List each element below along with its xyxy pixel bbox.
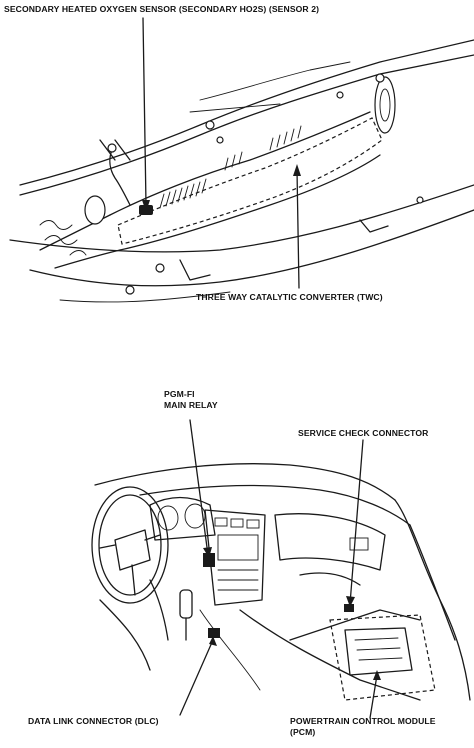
kick-panel <box>289 609 421 641</box>
dash-top-edge <box>94 463 396 501</box>
console-side <box>199 609 261 691</box>
label-relay-line1: PGM-FI <box>164 389 195 399</box>
glove-box-lower <box>299 572 361 586</box>
label-twc: THREE WAY CATALYTIC CONVERTER (TWC) <box>196 292 383 302</box>
floor-crease-2 <box>189 103 281 113</box>
leader-line-pcm <box>369 674 378 719</box>
bracket-lower <box>179 259 211 281</box>
leader-arrow-dlc <box>209 636 217 646</box>
glove-box-latch <box>349 537 369 551</box>
sensor-connector <box>107 143 117 153</box>
pgm-fi-main-relay <box>203 553 215 567</box>
hanger-links <box>39 220 87 256</box>
converter-lower-edge <box>119 154 381 251</box>
rear-flange-inner <box>379 88 391 122</box>
label-service-check: SERVICE CHECK CONNECTOR <box>298 428 429 438</box>
label-pcm-line1: POWERTRAIN CONTROL MODULE <box>290 716 436 726</box>
label-pcm-line2: (PCM) <box>290 727 316 737</box>
glove-box <box>274 513 386 571</box>
leader-line-ho2s <box>142 17 147 206</box>
bracket-right <box>359 219 389 233</box>
frame-rail-lower <box>9 184 474 253</box>
data-link-connector <box>208 628 220 638</box>
converter-upper-edge <box>109 111 371 216</box>
front-flange <box>84 195 106 225</box>
gauge-left <box>157 505 179 531</box>
leader-arrow-service <box>346 596 355 607</box>
steering-wheel-hub <box>114 529 151 571</box>
center-display <box>217 534 259 561</box>
vent-2 <box>230 518 244 528</box>
vent-3 <box>246 519 260 529</box>
bracket-left <box>99 139 131 161</box>
leader-line-service <box>349 439 364 605</box>
label-relay-line2: MAIN RELAY <box>164 400 218 410</box>
floor-edge <box>59 291 231 303</box>
leader-arrow-twc <box>293 164 301 176</box>
rear-flange <box>374 76 396 134</box>
secondary-ho2s-sensor <box>139 205 153 215</box>
label-dlc: DATA LINK CONNECTOR (DLC) <box>28 716 159 726</box>
pcm-body <box>344 627 413 676</box>
converter-dashed-outline <box>117 117 383 245</box>
instrument-cluster <box>149 496 216 541</box>
floor-crease-1 <box>199 61 351 101</box>
leader-line-dlc <box>179 639 214 716</box>
dash-right-inner <box>409 524 456 641</box>
floor-line <box>239 609 421 701</box>
vent-1 <box>214 517 228 527</box>
gear-shifter <box>179 589 193 619</box>
center-controls <box>217 569 259 591</box>
front-pipe-lower <box>54 249 121 269</box>
sensor-wire <box>109 149 131 206</box>
frame-rail-lower-2 <box>29 209 474 287</box>
leader-line-twc <box>296 169 300 289</box>
center-stack <box>204 509 266 606</box>
steering-wheel-spokes <box>99 534 161 596</box>
frame-rail-upper <box>19 39 474 186</box>
service-check-connector <box>344 604 354 612</box>
frame-rail-upper-inner <box>19 54 474 196</box>
heat-shield-ribs <box>159 125 302 209</box>
pcm-ribs <box>354 637 403 661</box>
mounting-holes <box>125 73 424 295</box>
dash-top-edge-2 <box>139 484 411 526</box>
leader-arrow-pcm <box>373 670 381 680</box>
steering-wheel-rim <box>91 486 169 604</box>
door-sill <box>99 599 151 671</box>
steering-wheel-inner <box>98 494 162 596</box>
leader-arrow-relay <box>203 547 212 558</box>
leader-line-relay <box>189 419 209 556</box>
label-secondary-ho2s: SECONDARY HEATED OXYGEN SENSOR (SECONDAR… <box>4 4 320 14</box>
steering-column <box>149 579 169 641</box>
